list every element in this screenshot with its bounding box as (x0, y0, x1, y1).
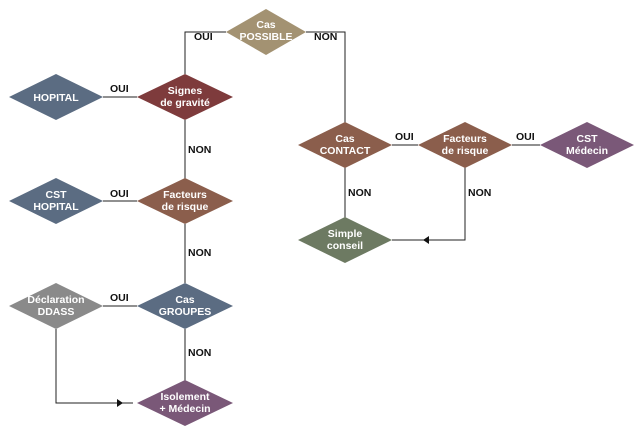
edge-label-possible-non: NON (314, 31, 337, 43)
node-cst-medecin-line2: Médecin (566, 145, 608, 157)
node-cas-groupes-line1: Cas (175, 294, 194, 306)
node-isolement-medecin: Isolement + Médecin (137, 380, 233, 426)
edge-label-groupes-oui: OUI (110, 292, 129, 304)
node-facteurs-risque-right-shape (418, 122, 512, 168)
node-cst-medecin-shape (540, 122, 634, 168)
node-hopital-line1: HOPITAL (33, 92, 79, 104)
node-declaration-ddass-line2: DDASS (38, 306, 75, 318)
node-cst-medecin: CST Médecin (540, 122, 634, 168)
node-isolement-medecin-shape (137, 380, 233, 426)
node-facteurs-risque-right-line1: Facteurs (443, 133, 487, 145)
edge-declaration-to-isolement (55, 329, 133, 404)
node-cas-groupes-line2: GROUPES (159, 306, 212, 318)
edge-label-groupes-non: NON (188, 347, 211, 359)
node-declaration-ddass-line1: Déclaration (27, 294, 84, 306)
node-facteurs-risque-left: Facteurs de risque (137, 178, 233, 224)
edge-label-facteurs-right-oui: OUI (516, 131, 535, 143)
edge-possible-to-contact (306, 31, 346, 124)
node-simple-conseil-line2: conseil (327, 240, 363, 252)
edge-label-contact-oui: OUI (395, 131, 414, 143)
arrowhead-isolement (117, 399, 123, 407)
arrowhead-conseil (423, 236, 429, 244)
edge-labels: OUI NON OUI NON OUI NON OUI NON OUI NON … (110, 31, 535, 359)
node-hopital-shape (9, 74, 103, 120)
node-signes-gravite: Signes de gravité (137, 74, 233, 120)
edge-label-contact-non: NON (348, 187, 371, 199)
node-declaration-ddass-shape (9, 283, 103, 329)
node-cst-hopital-line1: CST (46, 189, 68, 201)
node-cst-medecin-line1: CST (577, 133, 599, 145)
node-cst-hopital-line2: HOPITAL (33, 201, 79, 213)
node-cas-possible-line1: Cas (256, 19, 275, 31)
edge-label-facteurs-right-non: NON (468, 187, 491, 199)
node-cas-possible-line2: POSSIBLE (239, 31, 292, 43)
node-cas-groupes-shape (137, 283, 233, 329)
node-simple-conseil-line1: Simple (328, 228, 363, 240)
node-cas-contact-line1: Cas (335, 133, 354, 145)
node-cst-hopital-shape (9, 178, 103, 224)
node-simple-conseil-shape (298, 217, 392, 263)
node-signes-gravite-shape (137, 74, 233, 120)
node-cas-contact: Cas CONTACT (298, 122, 392, 168)
edge-label-possible-oui: OUI (194, 31, 213, 43)
node-facteurs-risque-left-line2: de risque (162, 201, 209, 213)
node-facteurs-risque-left-shape (137, 178, 233, 224)
node-declaration-ddass: Déclaration DDASS (9, 283, 103, 329)
node-isolement-medecin-line2: + Médecin (159, 403, 210, 415)
edge-facteurs-to-conseil (392, 167, 466, 241)
node-facteurs-risque-left-line1: Facteurs (163, 189, 207, 201)
node-facteurs-risque-right: Facteurs de risque (418, 122, 512, 168)
node-isolement-medecin-line1: Isolement (160, 391, 210, 403)
node-signes-gravite-line2: de gravité (160, 97, 210, 109)
node-cas-possible: Cas POSSIBLE (226, 9, 306, 55)
edge-label-facteurs-left-oui: OUI (110, 188, 129, 200)
edge-label-facteurs-left-non: NON (188, 247, 211, 259)
node-cas-possible-shape (226, 9, 306, 55)
node-simple-conseil: Simple conseil (298, 217, 392, 263)
connectors (55, 31, 540, 407)
node-cas-contact-line2: CONTACT (320, 145, 371, 157)
node-signes-gravite-line1: Signes (168, 85, 203, 97)
node-cst-hopital: CST HOPITAL (9, 178, 103, 224)
node-facteurs-risque-right-line2: de risque (442, 145, 489, 157)
edge-label-signes-non: NON (188, 144, 211, 156)
node-hopital: HOPITAL (9, 74, 103, 120)
node-cas-contact-shape (298, 122, 392, 168)
edge-label-signes-oui: OUI (110, 83, 129, 95)
node-cas-groupes: Cas GROUPES (137, 283, 233, 329)
edge-possible-to-signes (184, 31, 226, 74)
